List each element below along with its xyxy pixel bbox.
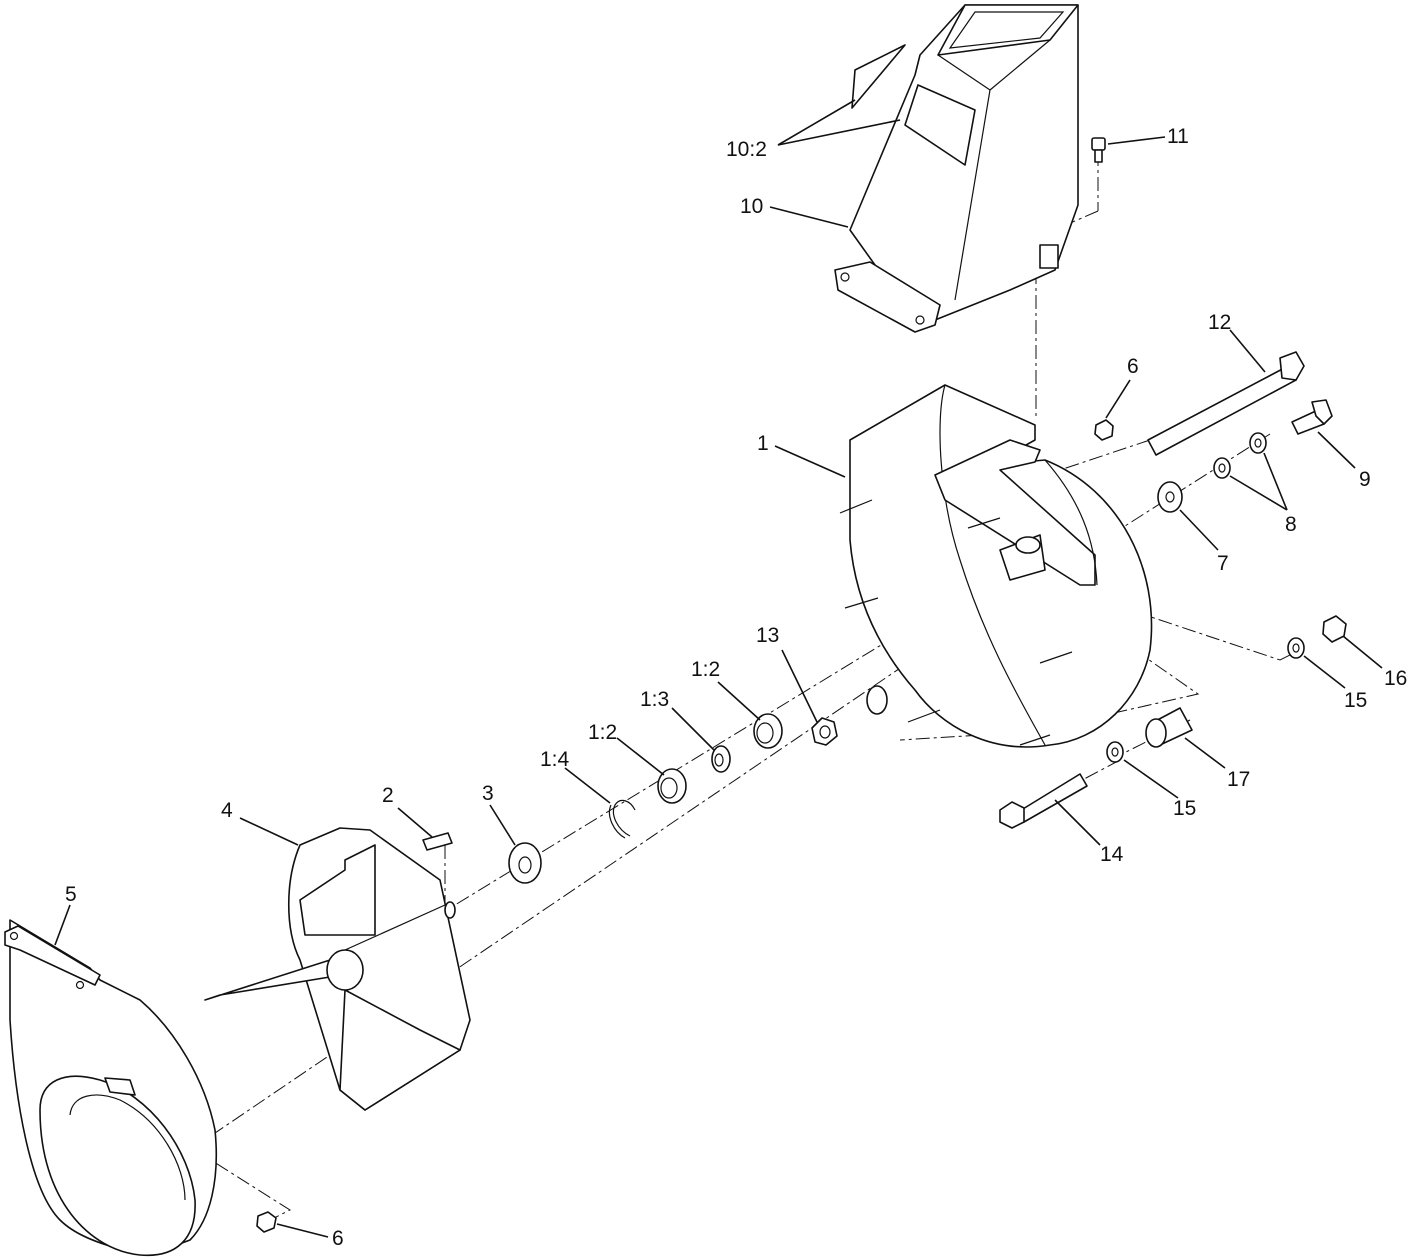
key-icon (422, 832, 453, 851)
washer-icon (508, 842, 542, 884)
callout-6-top: 6 (1127, 355, 1139, 378)
callout-4: 4 (221, 799, 233, 822)
callout-14: 14 (1100, 843, 1124, 866)
leader-lines (54, 99, 1383, 1238)
short-bolt-icon (1291, 399, 1333, 435)
long-bolt-icon (1147, 351, 1305, 456)
bearing-icon (657, 768, 687, 804)
callout-6-bottom: 6 (332, 1227, 344, 1250)
long-bolt-icon (999, 773, 1088, 829)
washer-icon (1106, 637, 1305, 763)
callout-1-2-lower: 1:2 (588, 721, 617, 744)
callout-3: 3 (482, 782, 494, 805)
snap-ring-icon (608, 799, 636, 839)
spacer-icon (1157, 481, 1183, 513)
bolt-icon (1091, 137, 1106, 163)
collar-icon (711, 745, 731, 773)
callout-8: 8 (1285, 513, 1297, 536)
nut-icon (811, 717, 838, 746)
callout-16: 16 (1384, 667, 1407, 690)
callout-1: 1 (757, 432, 769, 455)
impeller-icon (204, 827, 471, 1111)
callout-10: 10 (740, 195, 763, 218)
callout-9: 9 (1359, 468, 1371, 491)
spacer-icon (1145, 707, 1193, 748)
callout-1-4: 1:4 (540, 748, 570, 771)
callout-5: 5 (65, 883, 77, 906)
housing-studs (839, 499, 1073, 746)
blower-housing-icon (839, 384, 1153, 748)
callout-10-2: 10:2 (726, 138, 767, 161)
callout-7: 7 (1217, 552, 1229, 575)
nut-icon (256, 1211, 277, 1233)
callout-11: 11 (1167, 125, 1189, 148)
washer-icon (1213, 432, 1267, 479)
nut-icon (1322, 615, 1347, 643)
callout-15-lower: 15 (1173, 797, 1196, 820)
callout-1-3: 1:3 (640, 688, 669, 711)
callout-17: 17 (1227, 768, 1250, 791)
callout-15-upper: 15 (1344, 689, 1367, 712)
nut-icon (1094, 419, 1114, 441)
callout-2: 2 (382, 784, 394, 807)
callout-labels: 10:2 11 10 12 6 1 9 8 7 16 15 17 15 14 1… (65, 125, 1407, 1250)
callout-13: 13 (756, 624, 779, 647)
chute-icon (834, 4, 1079, 333)
callout-1-2-upper: 1:2 (691, 658, 720, 681)
intake-cover-icon (4, 919, 218, 1257)
bearing-icon (753, 713, 783, 749)
callout-12: 12 (1208, 311, 1231, 334)
